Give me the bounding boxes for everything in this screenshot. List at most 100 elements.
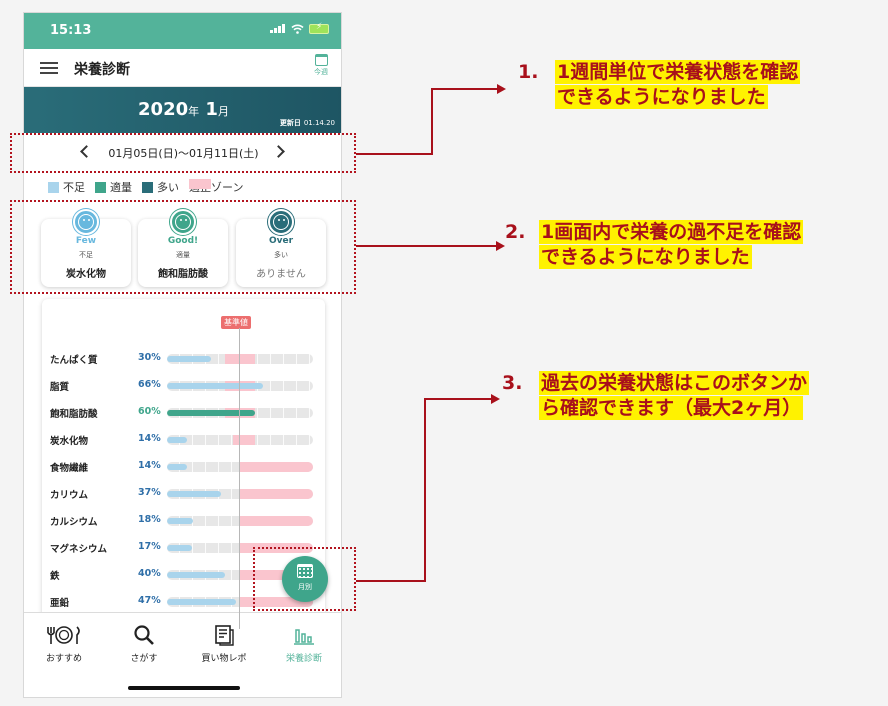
updated-label: 更新日	[279, 119, 301, 127]
nutrient-bar-fill	[167, 599, 236, 605]
nutrient-bar-track	[167, 408, 313, 418]
legend-item-high: 多い	[142, 179, 179, 195]
year-unit: 年	[188, 105, 200, 118]
nutrient-bar-track	[167, 354, 313, 364]
annotation-number: 3.	[502, 372, 523, 394]
nutrient-bar-track	[167, 435, 313, 445]
nutrient-target-zone	[240, 462, 313, 472]
tab-search[interactable]: さがす	[104, 623, 184, 664]
card-nutrient: 飽和脂肪酸	[158, 269, 208, 280]
nutrient-target-zone	[240, 516, 313, 526]
summary-cards: Few 不足 炭水化物 Good! 適量 飽和脂肪酸 Over 多い ありません	[41, 209, 331, 287]
nutrient-percent: 37%	[138, 487, 161, 498]
nutrient-name: 飽和脂肪酸	[50, 409, 98, 420]
tab-shopping-report[interactable]: 買い物レポ	[184, 623, 264, 664]
legend-swatch	[189, 179, 211, 189]
annotation-line: できるようになりました	[555, 85, 768, 109]
annotation-number: 1.	[518, 61, 539, 83]
updated-value: 01.14.20	[303, 119, 335, 127]
signal-icon	[270, 24, 286, 34]
nutrient-bar-fill	[167, 383, 264, 389]
nutrient-name: 食物繊維	[50, 463, 89, 474]
nutrient-name: カルシウム	[50, 517, 98, 528]
tab-nutrition-diagnosis[interactable]: 栄養診断	[264, 623, 341, 664]
month-value: 1	[205, 99, 218, 120]
nutrient-percent: 14%	[138, 460, 161, 471]
nutrient-name: たんぱく質	[50, 355, 98, 366]
receipt-icon	[215, 625, 234, 646]
connector-line	[424, 398, 491, 400]
search-icon	[134, 625, 154, 645]
nutrient-bar-fill	[167, 356, 211, 362]
status-time: 15:13	[50, 23, 92, 38]
card-nutrient: ありません	[256, 269, 306, 280]
base-value-line	[239, 328, 240, 629]
nutrient-row: 食物繊維 14%	[42, 457, 325, 477]
arrow-head	[491, 394, 500, 404]
month-heading: 2020年 1月	[24, 99, 341, 120]
calendar-icon	[314, 54, 328, 66]
nutrient-bar-fill	[167, 464, 188, 470]
nutrient-bar-fill	[167, 491, 222, 497]
nutrient-bar-track	[167, 570, 313, 580]
nutrient-row: たんぱく質 30%	[42, 349, 325, 369]
annotation-number: 2.	[505, 221, 526, 243]
tab-label: 買い物レポ	[201, 654, 247, 664]
legend: 不足 適量 多い 適正ゾーン	[48, 179, 253, 195]
nutrient-bar-track	[167, 489, 313, 499]
nutrient-percent: 66%	[138, 379, 161, 390]
nutrient-name: 脂質	[50, 382, 70, 393]
nutrient-name: カリウム	[50, 490, 89, 501]
nutrient-bar-track	[167, 597, 313, 607]
arrow-head	[496, 241, 505, 251]
connector-line	[431, 88, 497, 90]
this-week-button[interactable]: 今週	[311, 54, 331, 77]
legend-swatch	[95, 181, 106, 193]
card-sub: 多い	[274, 251, 288, 259]
nutrient-bar-track	[167, 462, 313, 472]
nutrient-bar-track	[167, 516, 313, 526]
monthly-button[interactable]: 月別	[282, 556, 328, 602]
bottom-tab-bar: おすすめ さがす 買い物レポ	[24, 612, 341, 697]
nutrient-name: マグネシウム	[50, 544, 108, 555]
nutrient-row: 脂質 66%	[42, 376, 325, 396]
summary-card-few[interactable]: Few 不足 炭水化物	[41, 209, 131, 287]
year-value: 2020	[138, 99, 189, 120]
annotation-box-cards	[10, 200, 356, 294]
tab-label: 栄養診断	[285, 654, 322, 664]
page-title: 栄養診断	[74, 62, 130, 78]
nutrient-name: 鉄	[50, 571, 60, 582]
nutrient-name: 炭水化物	[50, 436, 89, 447]
nutrient-bar-track	[167, 381, 313, 391]
tab-label: さがす	[130, 654, 158, 664]
tab-recommend[interactable]: おすすめ	[24, 623, 104, 664]
connector-line	[356, 580, 426, 582]
arrow-head	[497, 84, 506, 94]
card-nutrient: 炭水化物	[66, 269, 106, 280]
menu-icon[interactable]	[40, 62, 58, 74]
summary-card-over[interactable]: Over 多い ありません	[236, 209, 326, 287]
annotation-box-fab	[253, 547, 356, 611]
summary-card-good[interactable]: Good! 適量 飽和脂肪酸	[138, 209, 228, 287]
annotation-line: 過去の栄養状態はこのボタンか	[539, 371, 810, 395]
card-status: Over	[268, 236, 294, 246]
monthly-button-label: 月別	[298, 583, 312, 591]
nutrient-bar-fill	[167, 437, 188, 443]
card-sub: 不足	[79, 251, 93, 259]
smile-face-icon	[170, 209, 196, 235]
home-indicator	[128, 686, 240, 690]
nutrient-percent: 40%	[138, 568, 161, 579]
nutrient-bar-fill	[167, 572, 226, 578]
legend-item-good: 適量	[95, 179, 132, 195]
connector-line	[356, 245, 496, 247]
nutrient-percent: 30%	[138, 352, 161, 363]
status-bar: 15:13 ⚡	[24, 13, 341, 49]
wifi-icon	[291, 24, 304, 34]
card-status: Good!	[167, 236, 199, 246]
